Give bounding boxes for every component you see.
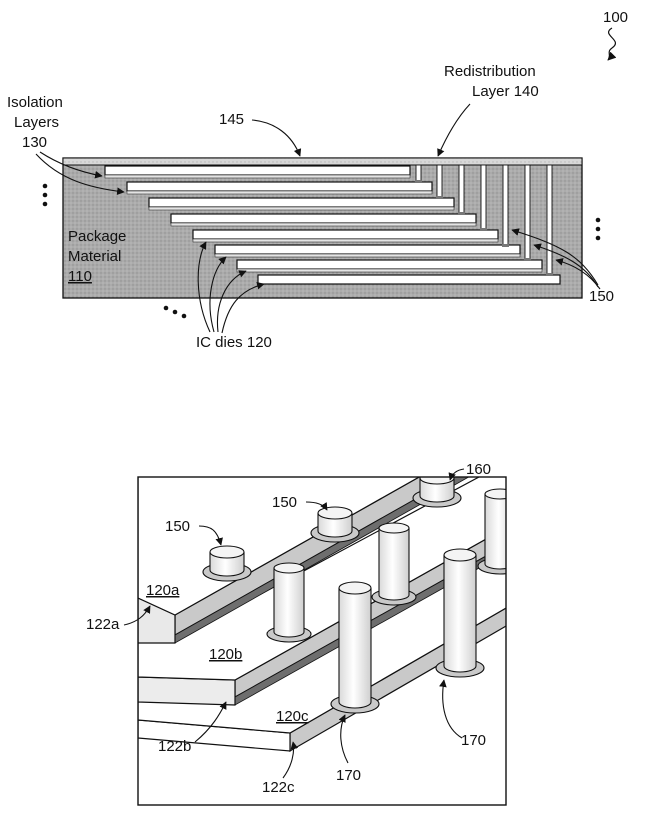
- isolation-label-line3: 130: [22, 134, 47, 151]
- ic-dies-arrow-4: [221, 281, 265, 334]
- isolation-layer: [170, 222, 477, 227]
- isolation-layer: [214, 253, 521, 258]
- pillar-170-a3: [477, 488, 506, 575]
- die-120c-label: 120c: [276, 708, 309, 725]
- isolation-layer: [104, 174, 411, 179]
- pillar: [436, 164, 443, 198]
- pillars-150: [415, 164, 553, 276]
- detail-frame: [137, 476, 507, 806]
- ic-dies-arrow-2: [209, 256, 227, 333]
- isolation-label-line1: Isolation: [7, 94, 63, 111]
- bottom-figure: 160 150 150 120a 120b 120c 122a 122b 122…: [86, 461, 507, 806]
- ic-dies-label: IC dies 120: [196, 334, 272, 351]
- label-145: 145: [219, 111, 244, 128]
- pillar-170-b2: [435, 548, 485, 678]
- label-160: 160: [466, 461, 491, 478]
- label-170-a-arrow: [338, 714, 349, 764]
- redistribution-label-line1: Redistribution: [444, 63, 536, 80]
- figure-number-arrow: [607, 27, 617, 61]
- pillar: [524, 164, 531, 261]
- ellipsis-bottom: [163, 305, 187, 319]
- top-figure: 100: [7, 9, 628, 351]
- package-label-line2: Material: [68, 248, 121, 265]
- pillar-170-a1: [266, 562, 312, 643]
- pillar: [480, 164, 487, 230]
- ic-die: [170, 213, 477, 224]
- label-170-b-arrow: [439, 679, 463, 739]
- ic-die: [214, 244, 521, 255]
- pillar: [415, 164, 422, 182]
- ic-die: [236, 259, 543, 270]
- figure-number: 100: [603, 9, 628, 26]
- isolation-layer: [126, 190, 433, 195]
- ic-die: [148, 197, 455, 208]
- ellipsis-right: [595, 217, 601, 241]
- edge-122a-arrow: [123, 605, 151, 626]
- label-150-b-arrow: [305, 501, 328, 511]
- label-150-b: 150: [272, 494, 297, 511]
- pillar: [458, 164, 465, 214]
- arrow-150-c: [555, 258, 601, 290]
- pillar-pad: [480, 228, 487, 231]
- isolation-layer: [148, 206, 455, 211]
- pillar-pad: [436, 196, 443, 199]
- package-label-line3: 110: [68, 268, 92, 285]
- isolation-arrow-2: [35, 153, 125, 196]
- label-170-a: 170: [336, 767, 361, 784]
- ic-die: [192, 229, 499, 240]
- die-120b-label: 120b: [209, 646, 242, 663]
- pillar-pad: [524, 258, 531, 261]
- pillar: [546, 164, 553, 276]
- pad-150-middle: [310, 506, 360, 543]
- ic-dies-arrow-1: [197, 241, 211, 333]
- isolation-label-line2: Layers: [14, 114, 59, 131]
- pillar-pad: [458, 212, 465, 215]
- pillar-pad: [415, 180, 422, 183]
- pillar-170-a2: [371, 522, 417, 606]
- pad-150-left: [202, 545, 252, 582]
- edge-122c-label: 122c: [262, 779, 295, 796]
- die-120b-front: [138, 676, 236, 706]
- edge-122b-label: 122b: [158, 738, 191, 755]
- pillar-pad: [502, 244, 509, 247]
- label-170-b: 170: [461, 732, 486, 749]
- isolation-arrow-1: [39, 151, 103, 179]
- ic-die: [104, 165, 411, 176]
- isolation-layer: [192, 238, 499, 243]
- arrow-150-a: [511, 228, 599, 286]
- ic-die: [126, 181, 433, 192]
- label-145-arrow: [251, 119, 302, 157]
- edge-122c-arrow: [282, 741, 299, 779]
- pillar-170-b1: [330, 581, 380, 714]
- ellipsis-left: [42, 183, 48, 207]
- label-160-arrow: [448, 468, 465, 481]
- ic-die-stack: [104, 165, 561, 285]
- edge-122b-arrow: [194, 701, 227, 743]
- redistribution-label-line2: Layer 140: [472, 83, 539, 100]
- redistribution-layer: [62, 157, 583, 166]
- label-150-a: 150: [165, 518, 190, 535]
- die-120a-label: 120a: [146, 582, 180, 599]
- label-150-a-arrow: [198, 525, 223, 546]
- isolation-layer: [236, 268, 543, 273]
- pad-160: [412, 477, 462, 508]
- package-label-line1: Package: [68, 228, 126, 245]
- ic-dies-arrow-3: [216, 270, 247, 333]
- redistribution-arrow: [437, 103, 471, 157]
- pillar: [502, 164, 509, 246]
- edge-122a-label: 122a: [86, 616, 120, 633]
- label-150-top: 150: [589, 288, 614, 305]
- ic-die: [257, 274, 561, 285]
- pillar-pad: [546, 273, 553, 276]
